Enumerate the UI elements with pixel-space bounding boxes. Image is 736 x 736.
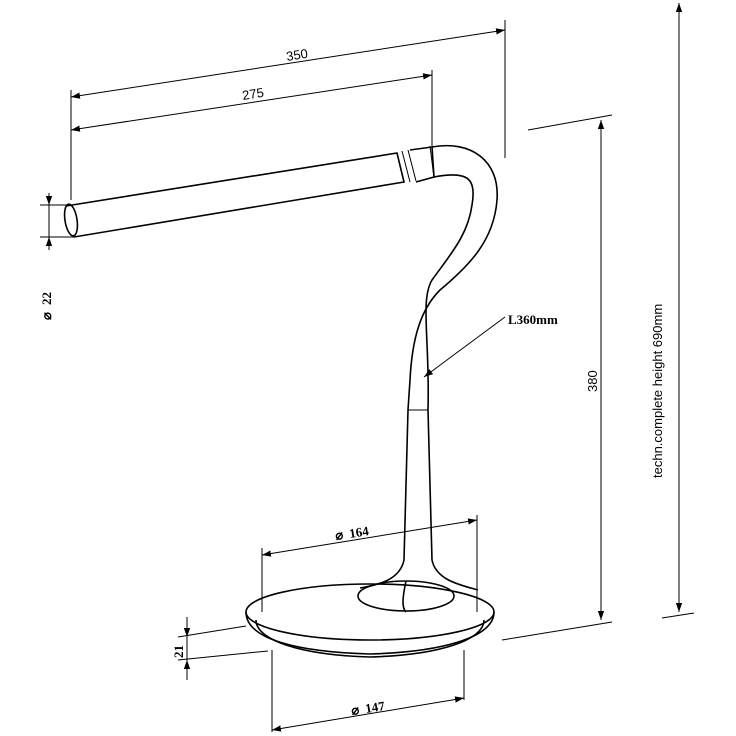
dimension-21: 21 (171, 617, 269, 680)
dimension-arm-length: L360mm (423, 312, 558, 378)
dimension-350: 350 (70, 20, 506, 200)
dimension-diameter-147-symbol: ⌀ (350, 702, 360, 718)
dimension-complete-height: techn.complete height 690mm (650, 3, 695, 619)
dimension-diameter-164-symbol: ⌀ (334, 527, 344, 543)
dimension-21-label: 21 (171, 645, 186, 658)
dimension-380: 380 (501, 114, 613, 641)
dimension-diameter-147: ⌀ 147 (271, 650, 465, 732)
dimension-275-label: 275 (241, 85, 265, 103)
dimension-diameter-164-label: 164 (348, 523, 370, 541)
dimension-diameter-164: ⌀ 164 (261, 515, 478, 612)
dimension-diameter-22-label: 22 (39, 292, 54, 305)
dimension-arm-length-label: L360mm (508, 312, 558, 327)
dimension-350-label: 350 (285, 46, 309, 64)
dimension-diameter-22: ⌀ 22 (39, 193, 74, 320)
dimension-diameter-147-label: 147 (364, 698, 386, 716)
dimension-diameter-22-symbol: ⌀ (39, 312, 54, 320)
dimension-complete-height-label: techn.complete height 690mm (650, 304, 665, 478)
lamp-head (63, 145, 435, 238)
lamp-base (245, 580, 495, 658)
dimension-380-label: 380 (585, 370, 600, 392)
dimension-275: 275 (70, 70, 433, 146)
